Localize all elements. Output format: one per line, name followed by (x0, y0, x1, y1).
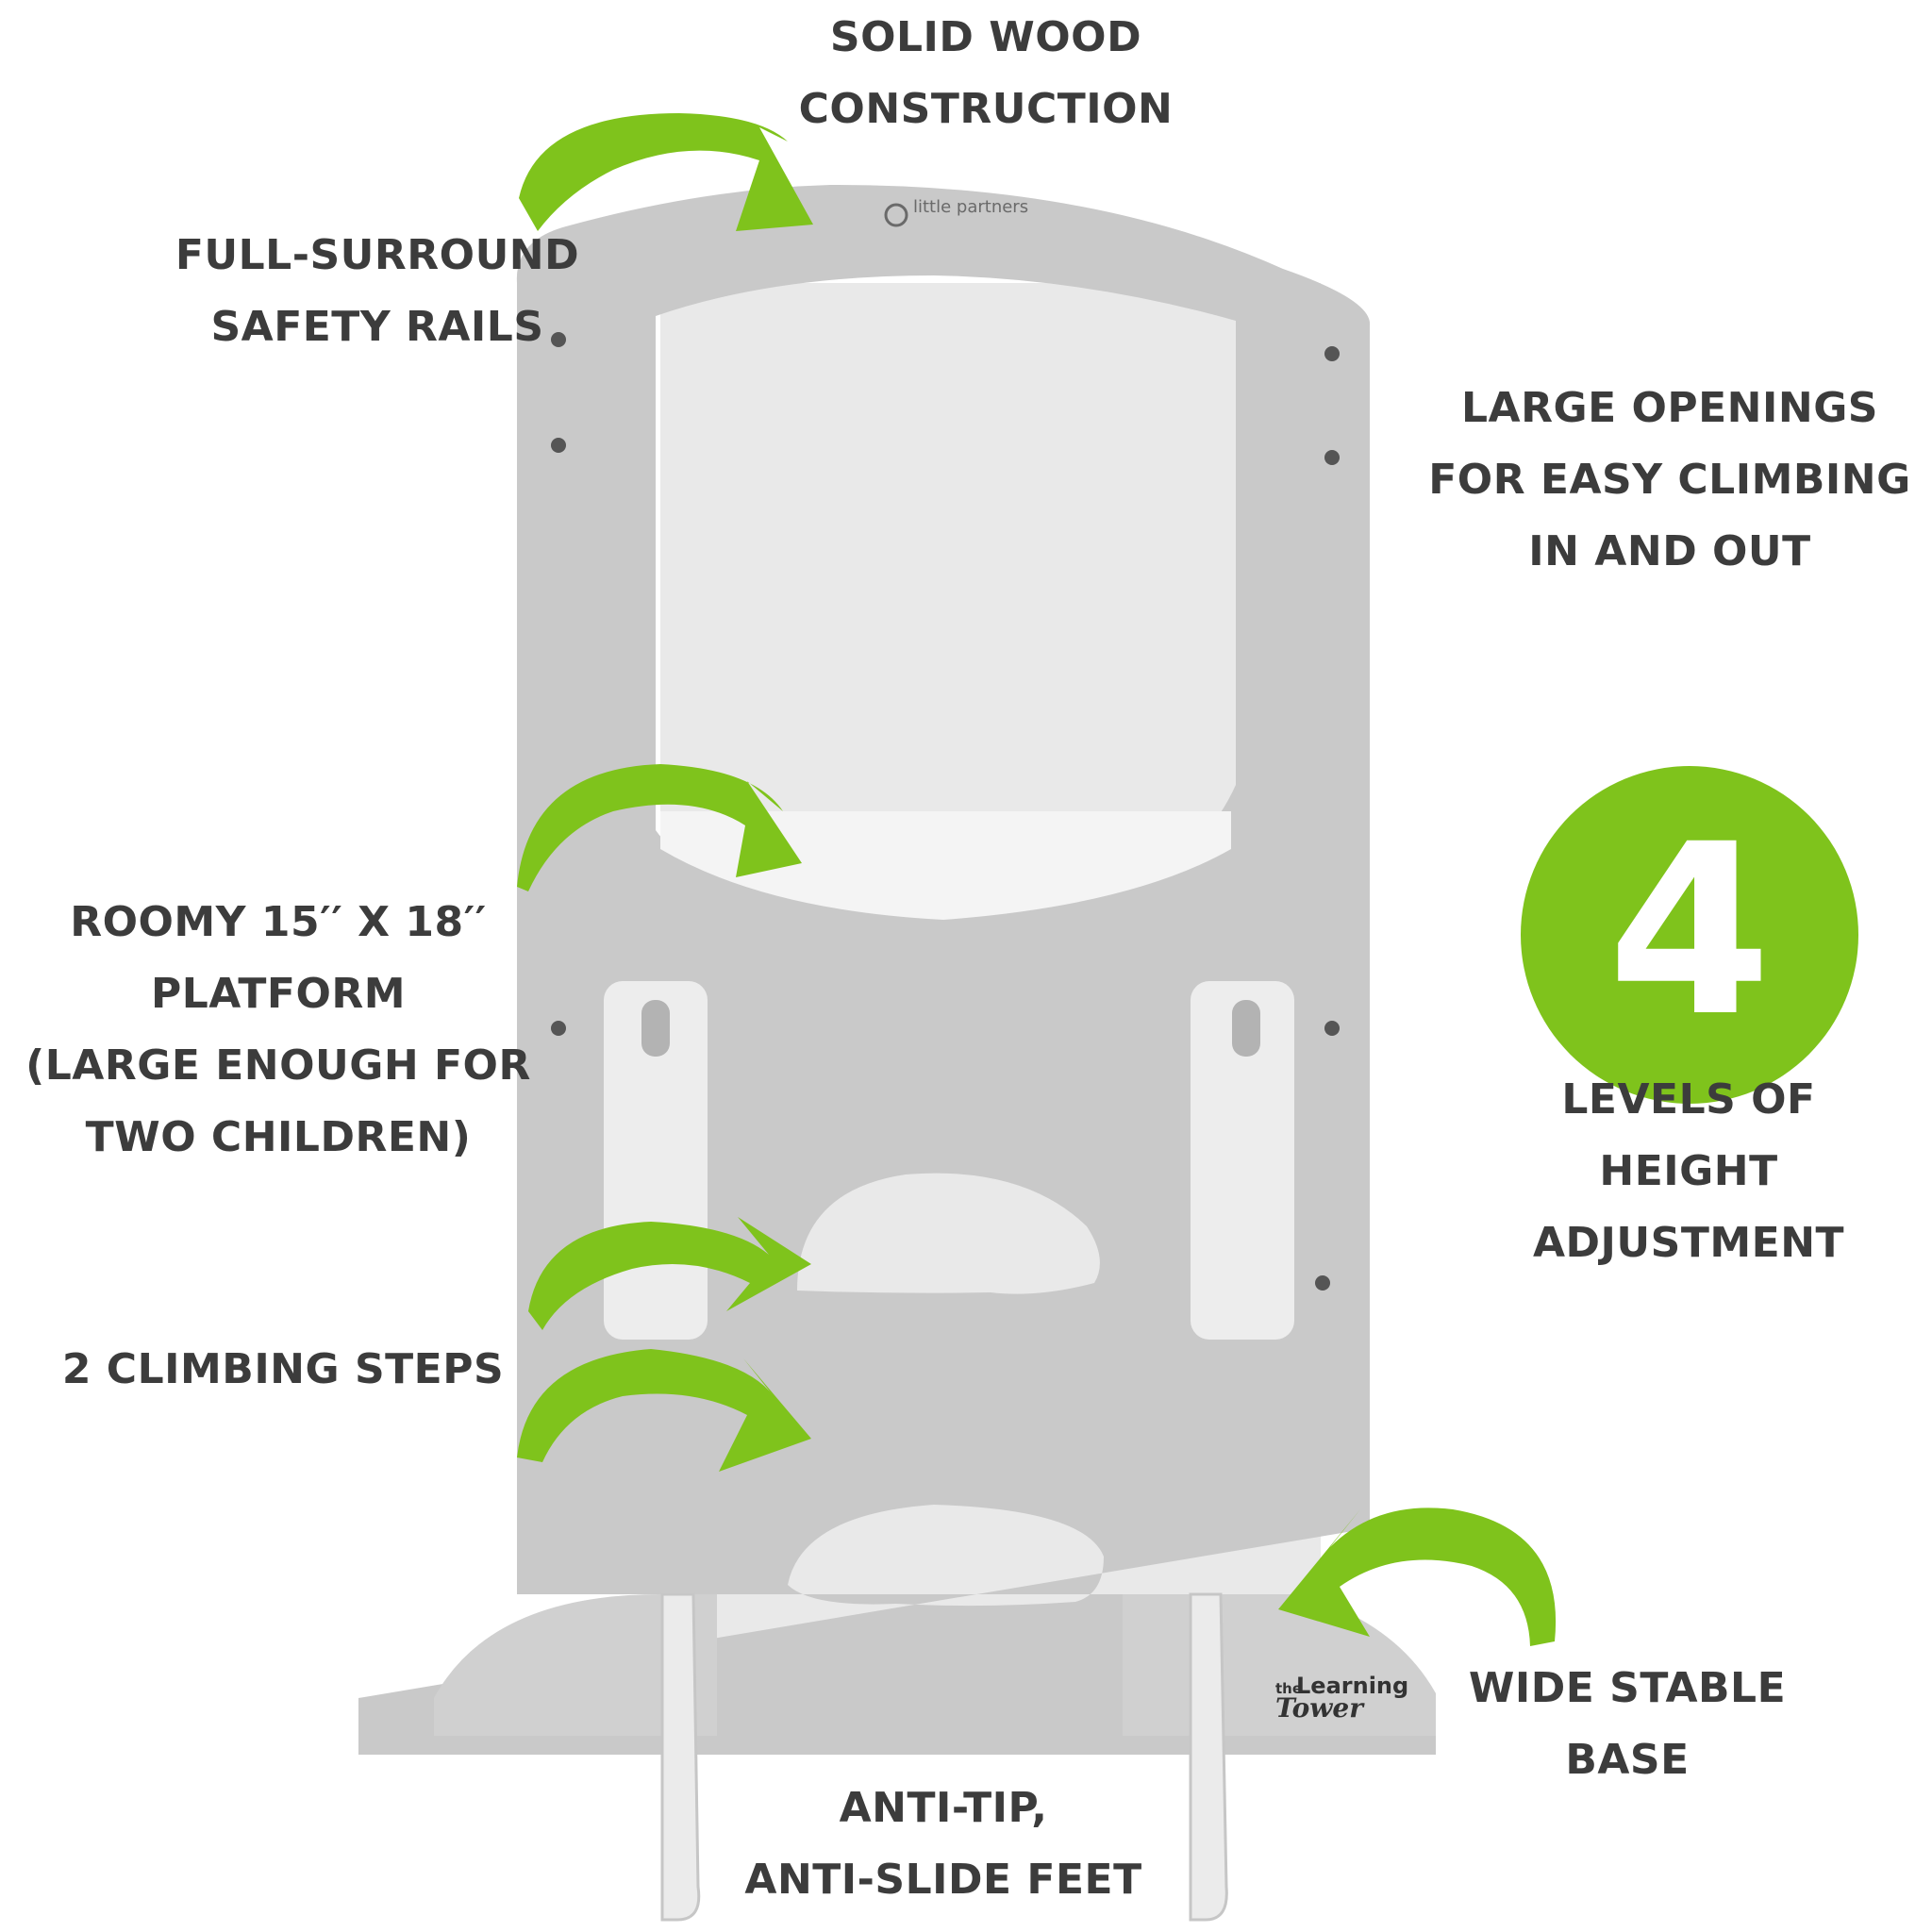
tower-leg-right (1189, 1592, 1228, 1922)
screws (551, 332, 1340, 1291)
arrow-base (1278, 1507, 1557, 1646)
svg-text:Tower: Tower (1275, 1692, 1365, 1724)
label-anti-tip-feet: ANTI-TIP, ANTI-SLIDE FEET (744, 1784, 1142, 1904)
label-safety-rails: FULL-SURROUND SAFETY RAILS (175, 231, 580, 351)
label-platform: ROOMY 15′′ X 18′′ PLATFORM (LARGE ENOUGH… (25, 898, 531, 1161)
arrow-step-top (528, 1217, 811, 1330)
tower-leg-left (660, 1592, 701, 1922)
label-height-levels: LEVELS OF HEIGHT ADJUSTMENT (1532, 1075, 1845, 1267)
callout-arrows (517, 113, 1557, 1646)
tower-base (434, 1594, 717, 1736)
label-large-openings: LARGE OPENINGS FOR EASY CLIMBING IN AND … (1428, 384, 1911, 575)
little-partners-logo: little partners (884, 197, 1028, 227)
svg-text:Learning: Learning (1296, 1673, 1408, 1699)
arrow-platform (517, 764, 802, 891)
arrow-step-bottom (517, 1349, 811, 1472)
label-solid-wood: SOLID WOOD CONSTRUCTION (798, 13, 1174, 133)
badge-number: 4 (1607, 793, 1772, 1068)
svg-text:the: the (1275, 1680, 1302, 1697)
arrow-solid-wood (519, 113, 813, 231)
svg-text:little partners: little partners (913, 197, 1028, 217)
label-wide-base: WIDE STABLE BASE (1468, 1664, 1787, 1784)
height-levels-badge: 4 (1521, 766, 1858, 1104)
label-climbing-steps: 2 CLIMBING STEPS (61, 1345, 505, 1393)
learning-tower-logo: the Learning Tower (1275, 1673, 1408, 1724)
